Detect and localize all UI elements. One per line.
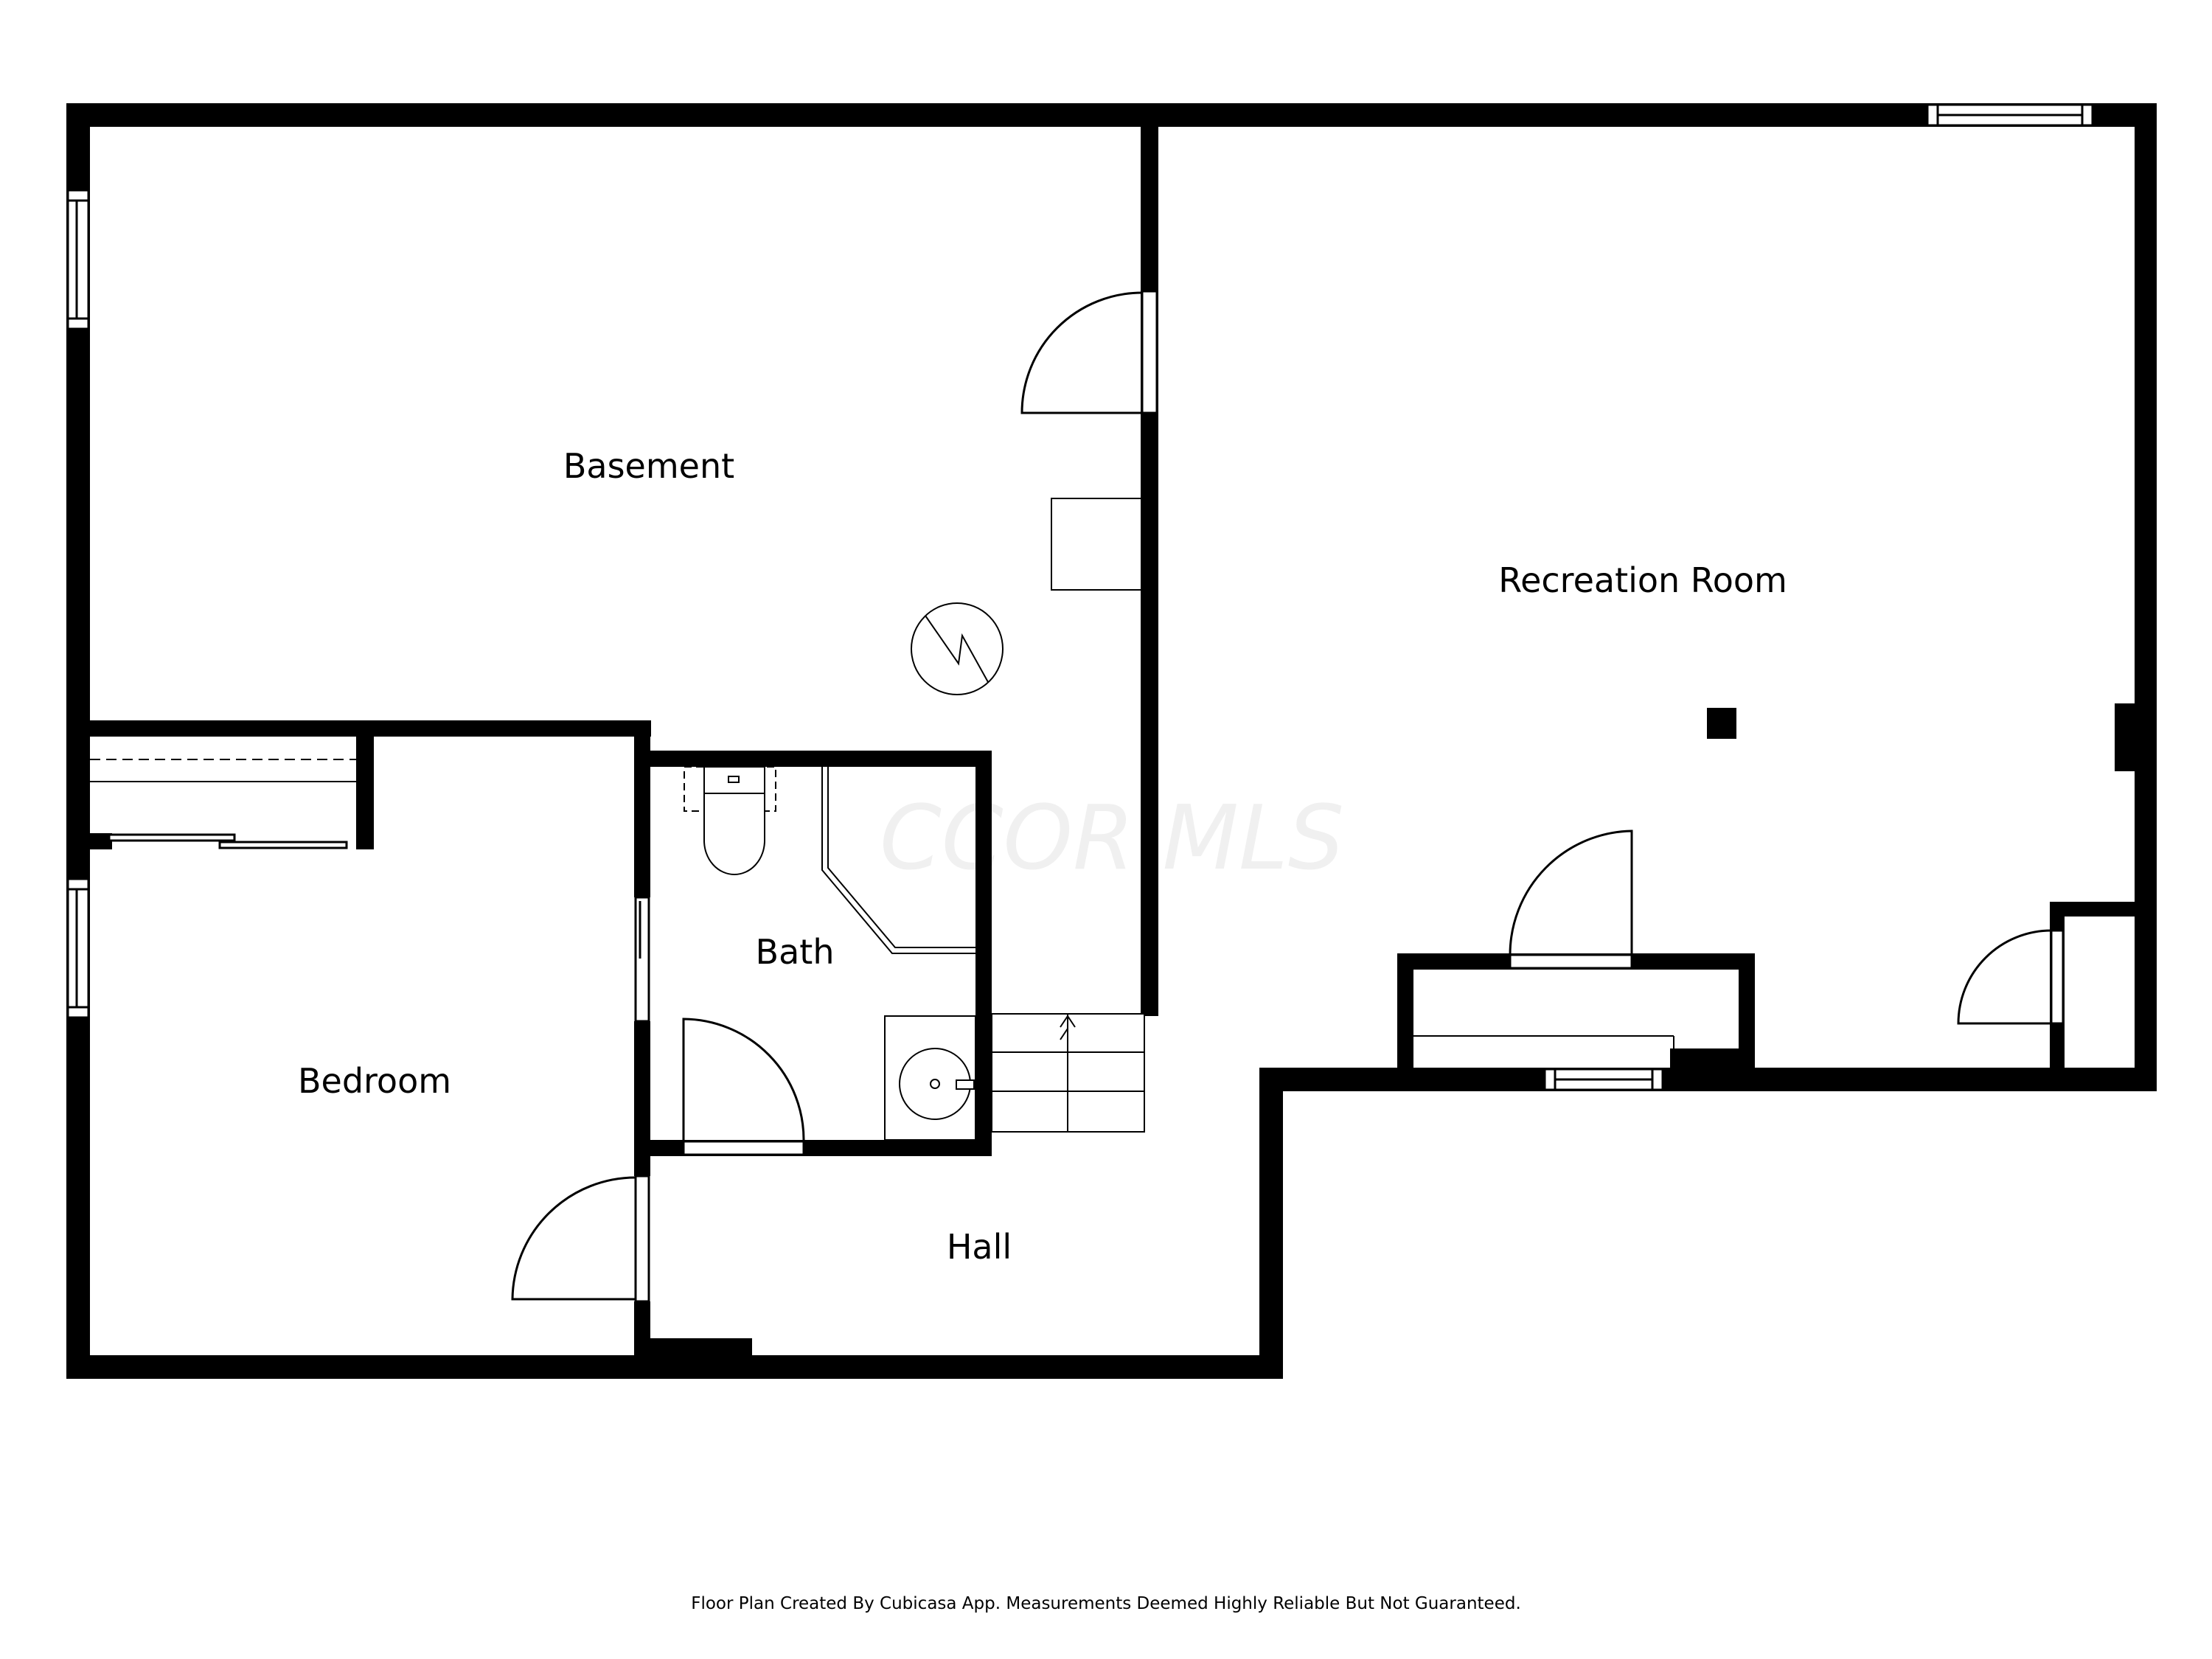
water-heater-box xyxy=(1051,498,1142,591)
window-basement-left xyxy=(66,189,90,330)
wall-bedroom-right-lower xyxy=(634,1301,650,1379)
door-swing-bedroom xyxy=(511,1176,636,1301)
wall-right xyxy=(2135,103,2157,1091)
walls xyxy=(66,103,2157,1379)
wall-bedroom-right-middle xyxy=(634,1021,650,1176)
door-frame-basement xyxy=(1141,290,1158,414)
windows xyxy=(66,103,2094,1091)
door-swing-utility xyxy=(1957,929,2052,1025)
room-label-recreation-room: Recreation Room xyxy=(1498,560,1787,600)
wall-bottom-thick xyxy=(634,1338,752,1379)
door-swing-basement xyxy=(1020,291,1143,414)
wall-bath-top xyxy=(634,751,992,767)
wall-laundry-bump xyxy=(1670,1048,1755,1091)
door-frame-bath xyxy=(682,1140,805,1156)
wall-hall-right xyxy=(1259,1068,1283,1379)
toilet-bowl xyxy=(703,793,765,875)
window-bath-side xyxy=(634,896,650,1023)
stairs xyxy=(991,1013,1145,1133)
window-bedroom-left xyxy=(66,877,90,1019)
door-frame-laundry xyxy=(1509,953,1633,970)
basement-fixtures xyxy=(911,498,1142,695)
wall-closet-right xyxy=(356,720,374,849)
room-label-bedroom: Bedroom xyxy=(298,1061,451,1101)
closet-slider-1 xyxy=(108,833,236,842)
door-frame-utility xyxy=(2050,929,2065,1025)
bath-fixtures xyxy=(684,766,976,1141)
furnace-icon xyxy=(911,602,1004,695)
watermark-text: CCOR MLS xyxy=(880,787,1344,890)
wall-utility-top xyxy=(2050,902,2146,917)
door-swing-bath xyxy=(682,1018,805,1142)
shower-enclosure xyxy=(821,767,975,954)
stairs-arrow xyxy=(1060,1015,1076,1040)
laundry-shelf xyxy=(1413,1035,1674,1069)
doors xyxy=(108,290,2065,1303)
wall-right-bump xyxy=(2115,703,2137,771)
closet-details xyxy=(90,759,356,782)
wall-basement-divider xyxy=(1141,103,1158,1016)
room-label-basement: Basement xyxy=(563,446,734,486)
room-label-hall: Hall xyxy=(947,1227,1012,1267)
wall-top xyxy=(66,103,2157,127)
room-label-bath: Bath xyxy=(756,932,835,972)
wall-bath-right xyxy=(975,751,992,1156)
wall-bedroom-right-upper xyxy=(634,720,650,897)
door-swing-laundry xyxy=(1509,830,1633,956)
wall-closet-bottom xyxy=(90,833,112,849)
footer-disclaimer: Floor Plan Created By Cubicasa App. Meas… xyxy=(691,1594,1521,1613)
structural-post xyxy=(1707,708,1736,739)
wall-laundry-left xyxy=(1397,953,1413,1091)
closet-slider-2 xyxy=(218,841,348,849)
door-frame-bedroom xyxy=(634,1175,650,1303)
